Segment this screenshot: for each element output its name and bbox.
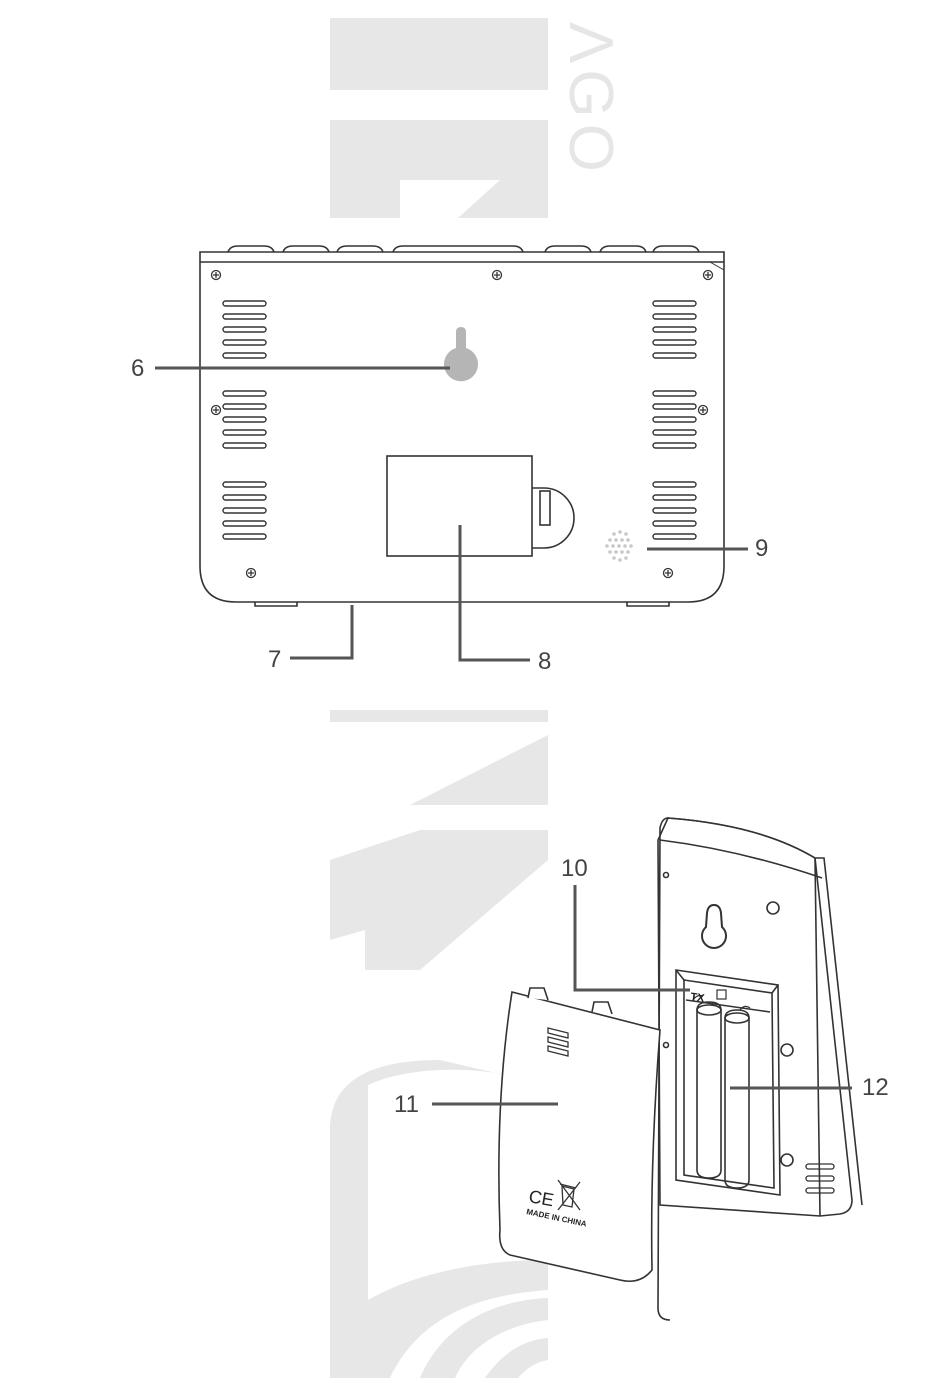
sensor-body [658, 818, 862, 1320]
main-unit-back [200, 246, 724, 606]
sensor-keyhole [702, 905, 726, 948]
tx-label: TX [690, 991, 706, 1005]
aa-batteries [693, 996, 750, 1189]
cover-grip-lines [548, 1028, 568, 1056]
battery-door-main [387, 456, 574, 556]
wall-hanger-hole [444, 327, 478, 381]
callout-11: 11 [394, 1093, 419, 1117]
sensor-battery-cover [499, 988, 660, 1281]
watermark-text: ΛGO [556, 22, 625, 178]
callout-10: 10 [561, 857, 588, 881]
ce-mark: CE [527, 1186, 555, 1210]
speaker-grill [605, 530, 633, 562]
main-unit-body [200, 252, 724, 602]
top-buttons [228, 246, 699, 252]
callout-7: 7 [268, 648, 281, 672]
callout-12: 12 [862, 1076, 889, 1100]
sensor-battery-compartment [676, 970, 780, 1195]
callout-9: 9 [755, 537, 768, 561]
leader-lines-main [155, 368, 748, 660]
vent-slots-right [653, 301, 696, 539]
vent-slots-left [223, 301, 266, 539]
callout-8: 8 [538, 650, 551, 674]
callout-6: 6 [131, 357, 144, 381]
screws [212, 271, 713, 578]
